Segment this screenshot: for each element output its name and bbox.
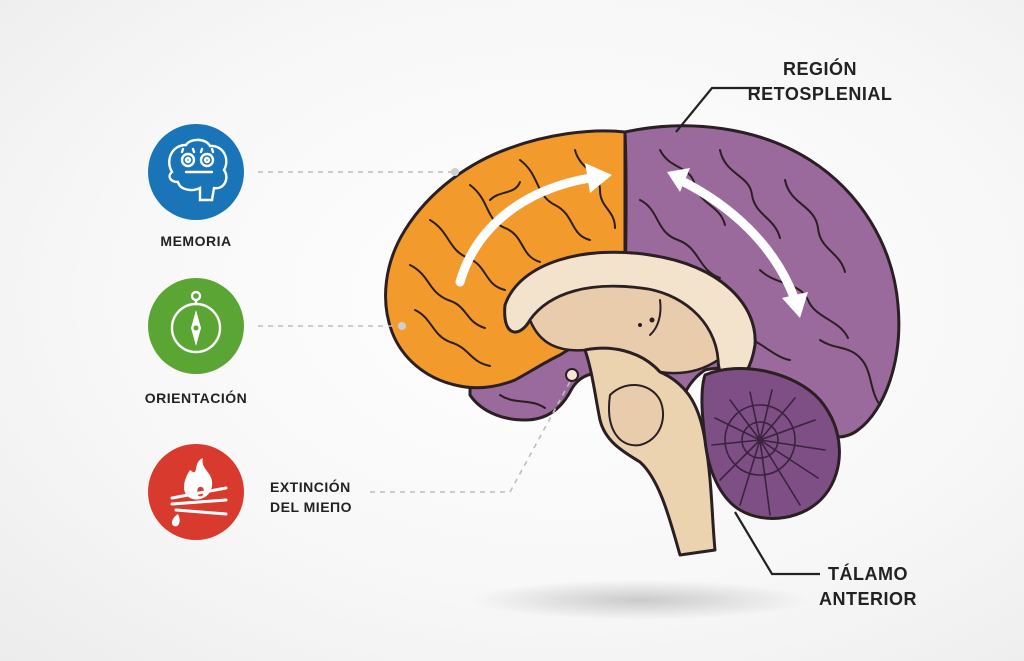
retro-callout-line [675,86,760,133]
retrosplenial-label-line2: RETOSPLENIAL [748,84,893,104]
retrosplenial-gyri [499,149,881,409]
thalamus-point [565,368,579,382]
frontal-arrow [455,173,595,287]
nucleus-dot [649,317,655,323]
pons [608,383,665,447]
extincion-connector [370,377,573,493]
fire-extinguish-icon [170,458,228,527]
cerebellum-folia [711,389,826,516]
extincion-label-line2: DEL MIEΠO [270,499,352,515]
floor-shadow [470,580,810,620]
orientacion-label: ORIENTACIÓN [145,389,247,406]
extincion-label-line1: EXTINCIÓN [270,478,351,495]
retro-arrowhead-bottom [782,292,808,318]
cerebellum [700,367,841,520]
nucleus-dot [638,323,642,327]
talamo-label-line2: ANTERIOR [819,589,917,609]
compass-icon [170,290,222,354]
talamo-callout-line [734,511,820,576]
orientacion-connector-dot [398,322,406,330]
brain [384,124,901,557]
callout-lines [675,86,820,576]
connector-lines [258,171,573,493]
arrow-heads [585,163,808,318]
brain-gears-icon [168,138,228,202]
fornix-line [649,299,662,336]
retrosplenial-label-line1: REGIÓN [783,58,857,79]
retrosplenial-arrow [675,175,800,305]
memoria-label: MEMORIA [160,233,231,249]
retro-arrowhead-top [667,168,690,192]
frontal-arrowhead [585,163,612,193]
talamo-label-line1: TÁLAMO [828,563,908,584]
memoria-connector-dot [451,168,459,176]
flow-arrows [455,173,800,305]
